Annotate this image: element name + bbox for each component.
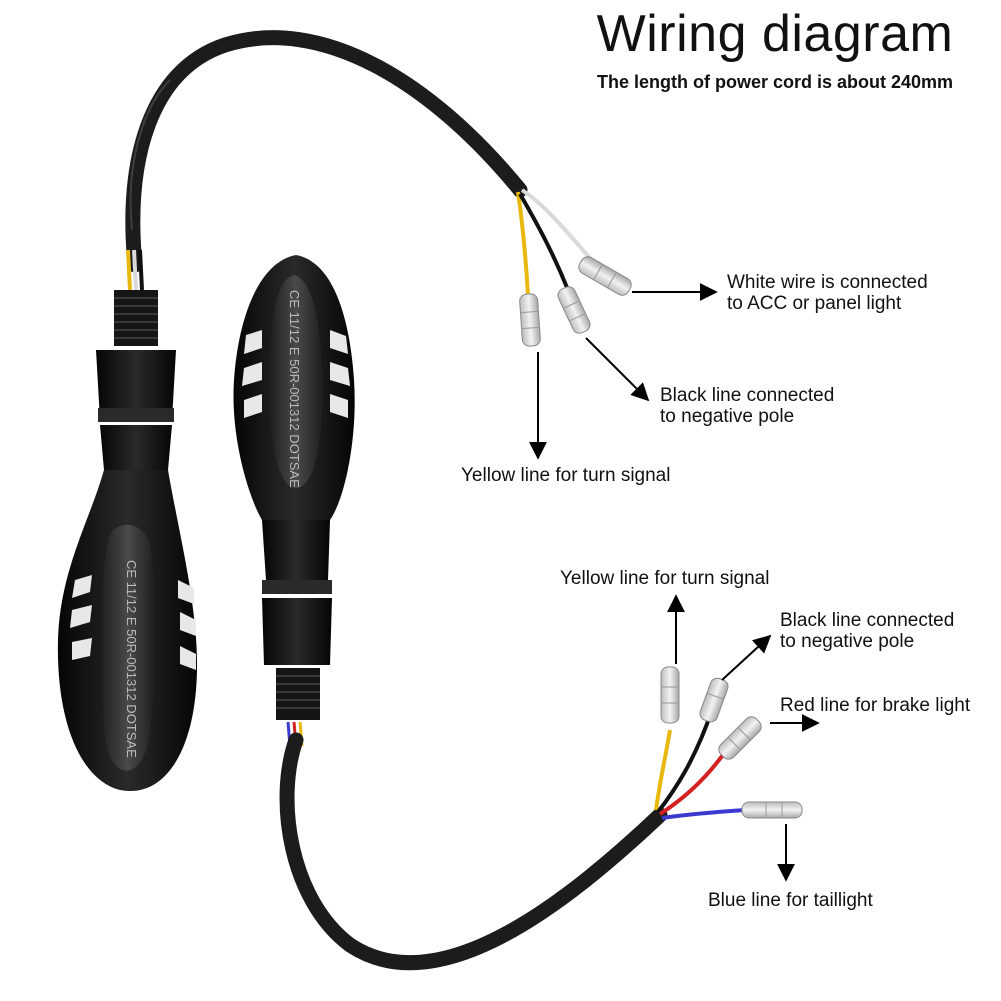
top-white-terminal bbox=[578, 256, 632, 296]
bottom-power-cord bbox=[279, 732, 668, 971]
right-lamp-marking: CE 11/12 E 50R-001312 DOTSAE bbox=[287, 290, 302, 488]
arrow-bottom-black bbox=[721, 634, 772, 681]
page-subtitle: The length of power cord is about 240mm bbox=[596, 72, 954, 92]
label-top-yellow-wire: Yellow line for turn signal bbox=[461, 465, 671, 486]
bottom-blue-terminal bbox=[741, 801, 803, 819]
label-top-black-line1: Black line connected bbox=[660, 385, 835, 406]
label-bottom-red-wire: Red line for brake light bbox=[780, 695, 971, 716]
right-turn-signal-lamp: CE 11/12 E 50R-001312 DOTSAE bbox=[233, 255, 355, 747]
label-top-white-line2: to ACC or panel light bbox=[727, 293, 902, 314]
top-black-terminal bbox=[557, 286, 591, 334]
label-top-white-wire: White wire is connected to ACC or panel … bbox=[727, 272, 928, 314]
label-bottom-black-line2: to negative pole bbox=[780, 631, 915, 652]
left-turn-signal-lamp: CE 11/12 E 50R-001312 DOTSAE bbox=[57, 290, 198, 792]
top-power-cord bbox=[125, 30, 528, 273]
bottom-red-terminal bbox=[718, 716, 762, 760]
arrow-top-black bbox=[585, 337, 650, 402]
top-yellow-terminal bbox=[519, 293, 541, 347]
label-bottom-black-line1: Black line connected bbox=[780, 610, 955, 631]
bottom-wire-split bbox=[654, 709, 746, 820]
label-top-black-wire: Black line connected to negative pole bbox=[660, 385, 834, 427]
top-wire-split bbox=[516, 188, 592, 297]
left-lamp-marking: CE 11/12 E 50R-001312 DOTSAE bbox=[124, 560, 139, 758]
label-top-black-line2: to negative pole bbox=[660, 406, 795, 427]
label-bottom-yellow-wire: Yellow line for turn signal bbox=[560, 568, 770, 589]
bottom-black-terminal bbox=[699, 677, 729, 723]
page-title: Wiring diagram bbox=[596, 5, 954, 63]
label-top-white-line1: White wire is connected bbox=[727, 272, 928, 293]
label-bottom-black-wire: Black line connected to negative pole bbox=[780, 610, 954, 652]
bottom-yellow-terminal bbox=[660, 666, 680, 724]
label-bottom-blue-wire: Blue line for taillight bbox=[708, 890, 873, 911]
